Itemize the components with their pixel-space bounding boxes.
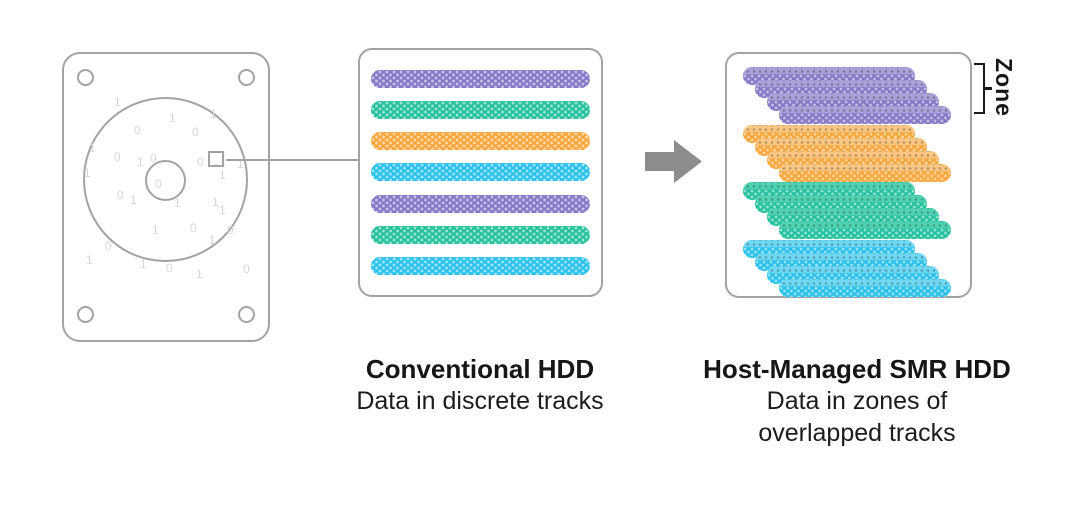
- callout-connector-line: [226, 158, 358, 161]
- disk-platter-circle: [83, 97, 248, 262]
- overlap-strip: [755, 252, 927, 260]
- overlap-strip: [767, 265, 939, 273]
- overlap-strip: [743, 67, 915, 74]
- smr-zones-panel: [725, 52, 972, 298]
- smr-title: Host-Managed SMR HDD: [703, 354, 1011, 384]
- cyan-zone: [727, 239, 970, 297]
- zone-bracket-tick: [984, 87, 992, 90]
- overlap-strip: [743, 239, 915, 247]
- teal-overlapped-track: [779, 221, 951, 239]
- overlap-strip: [767, 208, 939, 215]
- conventional-title: Conventional HDD: [365, 354, 595, 384]
- overlap-strip: [767, 93, 939, 100]
- overlap-strip: [743, 124, 915, 132]
- purple-track: [371, 194, 590, 213]
- orange-track: [371, 132, 590, 151]
- overlap-strip: [755, 80, 927, 87]
- conventional-subtitle: Data in discrete tracks: [356, 387, 604, 415]
- teal-zone: [727, 182, 970, 239]
- overlap-strip: [779, 278, 951, 286]
- smr-caption: Host-Managed SMR HDD Data in zones of ov…: [672, 353, 1042, 449]
- teal-track: [371, 101, 590, 120]
- purple-zone: [727, 67, 970, 124]
- teal-track: [371, 225, 590, 244]
- smr-subtitle-line2: overlapped tracks: [758, 419, 956, 447]
- conventional-caption: Conventional HDD Data in discrete tracks: [330, 353, 630, 417]
- screw-hole-icon: [238, 69, 255, 86]
- right-arrow-icon: [645, 140, 702, 183]
- screw-hole-icon: [77, 69, 94, 86]
- cyan-overlapped-track: [779, 278, 951, 297]
- overlap-strip: [755, 137, 927, 145]
- cyan-track: [371, 163, 590, 182]
- overlap-strip: [743, 182, 915, 189]
- overlap-strip: [779, 163, 951, 171]
- overlap-strip: [755, 195, 927, 202]
- conventional-tracks-panel: [358, 48, 603, 297]
- purple-overlapped-track: [779, 106, 951, 124]
- zone-label: Zone: [991, 58, 1017, 117]
- orange-zone: [727, 124, 970, 182]
- overlap-strip: [767, 150, 939, 158]
- orange-overlapped-track: [779, 163, 951, 182]
- screw-hole-icon: [238, 306, 255, 323]
- overlap-strip: [779, 221, 951, 228]
- purple-track: [371, 70, 590, 88]
- smr-subtitle-line1: Data in zones of: [766, 387, 948, 415]
- spindle-hole-circle: [145, 160, 186, 201]
- magnify-callout-square: [208, 151, 224, 167]
- screw-hole-icon: [77, 306, 94, 323]
- overlap-strip: [779, 106, 951, 113]
- cyan-track: [371, 256, 590, 275]
